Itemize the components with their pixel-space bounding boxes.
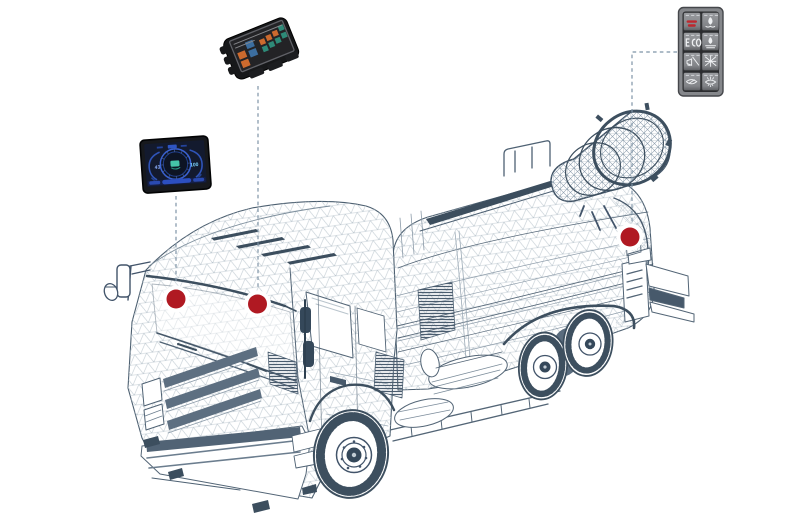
svg-text:100: 100 xyxy=(190,162,199,169)
svg-text:43: 43 xyxy=(155,165,161,171)
